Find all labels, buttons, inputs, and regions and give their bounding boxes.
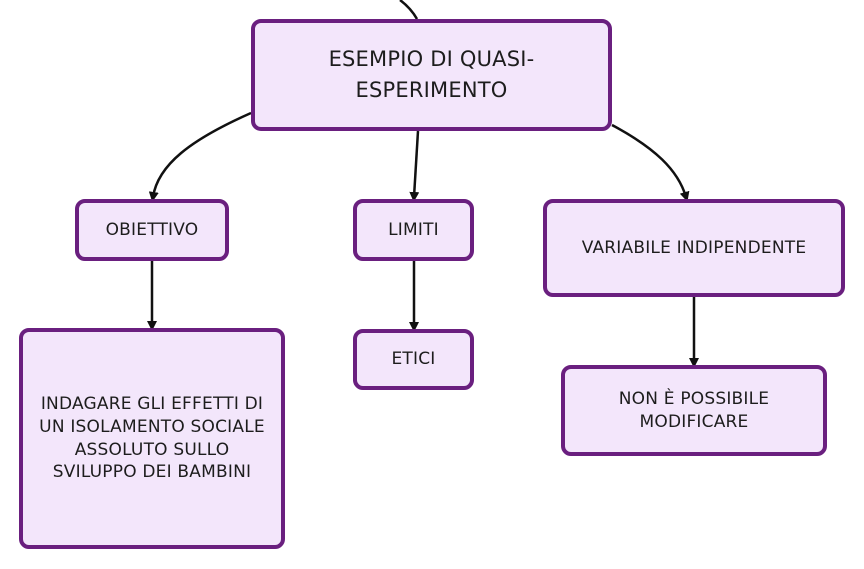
node-indagare-effetti[interactable]: INDAGARE GLI EFFETTI DI UN ISOLAMENTO SO…: [19, 328, 285, 549]
node-obiettivo[interactable]: OBIETTIVO: [75, 199, 229, 261]
node-non-possibile-modificare[interactable]: NON È POSSIBILE MODIFICARE: [561, 365, 827, 456]
node-variabile-indipendente[interactable]: VARIABILE INDIPENDENTE: [543, 199, 845, 297]
node-etici[interactable]: ETICI: [353, 329, 474, 390]
edge-incoming-root: [399, 0, 419, 20]
node-label: VARIABILE INDIPENDENTE: [581, 237, 807, 258]
node-label: ETICI: [391, 349, 436, 370]
node-label: OBIETTIVO: [105, 219, 199, 240]
node-limiti[interactable]: LIMITI: [353, 199, 474, 261]
node-label: ESEMPIO DI QUASI-ESPERIMENTO: [328, 46, 535, 103]
node-label: LIMITI: [388, 219, 439, 240]
edge-root-variabile: [611, 123, 690, 202]
node-label: INDAGARE GLI EFFETTI DI UN ISOLAMENTO SO…: [39, 393, 265, 483]
node-esempio-quasi-esperimento[interactable]: ESEMPIO DI QUASI-ESPERIMENTO: [251, 19, 612, 131]
edge-root-obiettivo: [148, 111, 252, 202]
node-label: NON È POSSIBILE MODIFICARE: [618, 388, 770, 432]
edge-root-limiti: [409, 130, 420, 202]
